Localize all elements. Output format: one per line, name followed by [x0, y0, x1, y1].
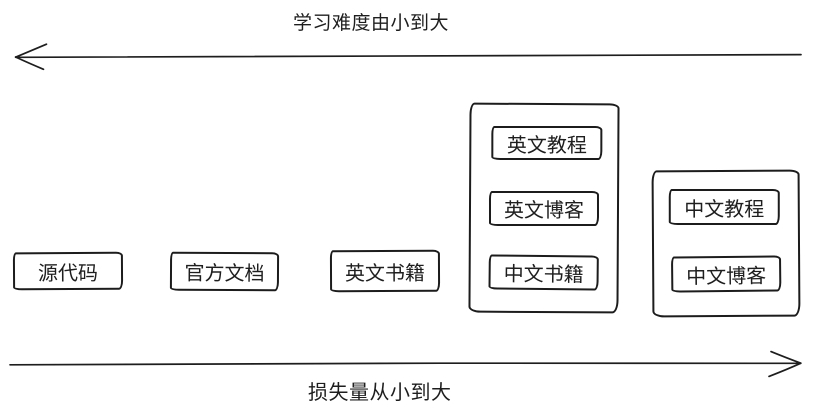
- group-box-chinese: 中文教程 中文博客: [651, 169, 801, 318]
- box-english-books-label: 英文书籍: [344, 260, 426, 285]
- difficulty-axis-label: 学习难度由小到大: [293, 12, 450, 34]
- loss-arrow: [9, 350, 802, 378]
- box-chinese-books: 中文书籍: [488, 254, 599, 291]
- box-source-code: 源代码: [12, 251, 124, 291]
- difficulty-arrowhead-lower: [14, 56, 45, 71]
- loss-arrow-line: [9, 362, 802, 366]
- box-chinese-tutorials: 中文教程: [668, 188, 780, 226]
- box-chinese-blogs-label: 中文博客: [686, 263, 767, 288]
- box-chinese-books-label: 中文书籍: [503, 261, 584, 287]
- difficulty-arrow: [14, 43, 802, 71]
- difficulty-arrow-line: [15, 53, 802, 59]
- box-chinese-blogs: 中文博客: [671, 255, 782, 293]
- box-english-blogs-label: 英文博客: [503, 197, 585, 223]
- loss-arrowhead-upper: [770, 350, 802, 365]
- group-box-english-chinese-mix: 英文教程 英文博客 中文书籍: [468, 102, 620, 314]
- box-chinese-tutorials-label: 中文教程: [684, 196, 765, 221]
- loss-arrowhead-lower: [768, 362, 802, 378]
- box-official-docs-label: 官方文档: [184, 260, 265, 286]
- box-english-books: 英文书籍: [329, 249, 441, 293]
- box-english-tutorials-label: 英文教程: [506, 132, 587, 157]
- loss-axis-label: 损失量从小到大: [308, 380, 452, 404]
- difficulty-arrowhead-upper: [14, 43, 48, 59]
- box-official-docs: 官方文档: [169, 251, 280, 292]
- box-english-tutorials: 英文教程: [491, 125, 603, 161]
- box-english-blogs: 英文博客: [488, 190, 600, 227]
- box-source-code-label: 源代码: [37, 260, 99, 285]
